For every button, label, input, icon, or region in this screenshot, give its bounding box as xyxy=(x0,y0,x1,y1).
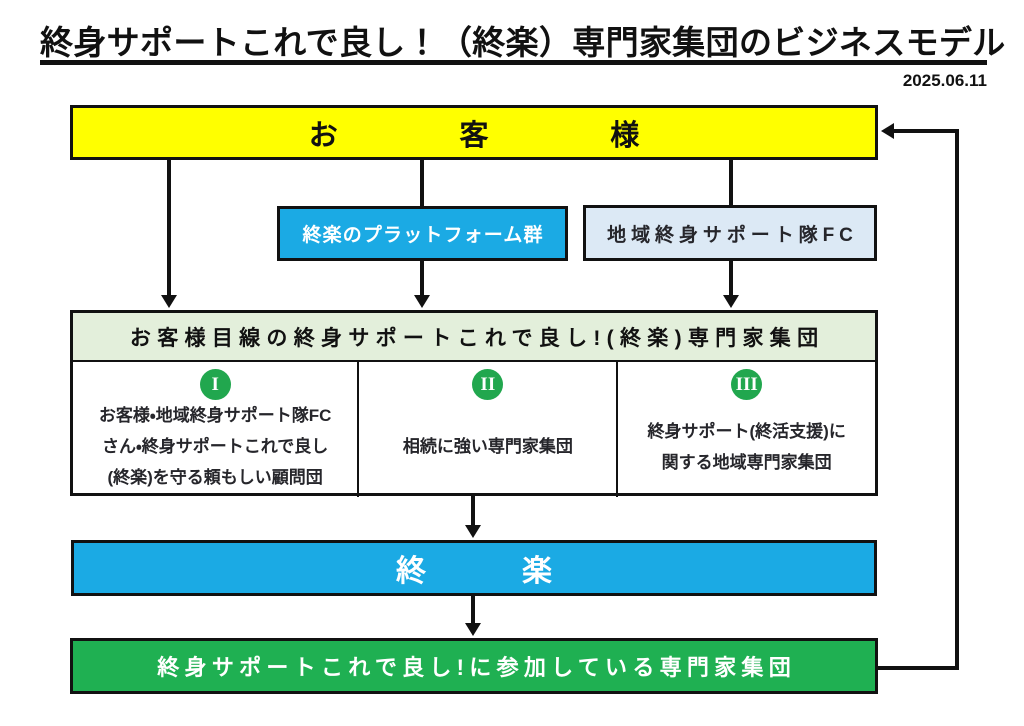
title-underline xyxy=(40,60,987,65)
expert-group-heading: お客様目線の終身サポートこれで良し!(終楽)専門家集団 xyxy=(73,313,875,362)
customer-box: お客様 xyxy=(70,105,878,160)
group-cell-1-text: お客様・地域終身サポート隊FC さん・終身サポートこれで良し (終楽)を守る頼も… xyxy=(99,400,331,497)
group-cell-2-text: 相続に強い専門家集団 xyxy=(403,400,573,497)
arrowhead-shuraku xyxy=(465,525,481,538)
group-cell-1-line-1: お客様・地域終身サポート隊FC xyxy=(98,406,332,425)
expert-group-heading-label: お客様目線の終身サポートこれで良し!(終楽)専門家集団 xyxy=(129,326,825,350)
fc-label: 地域終身サポート隊FC xyxy=(607,224,858,246)
group-cell-3: III 終身サポート(終活支援)に 関する地域専門家集団 xyxy=(618,362,875,497)
page-title: 終身サポートこれで良し！（終楽）専門家集団のビジネスモデル xyxy=(40,24,1006,61)
group-cell-3-line-2: 関する地域専門家集団 xyxy=(661,452,832,472)
arrowhead-participants xyxy=(465,623,481,636)
group-cell-1: I お客様・地域終身サポート隊FC さん・終身サポートこれで良し (終楽)を守る… xyxy=(73,362,360,497)
date-label: 2025.06.11 xyxy=(902,71,987,90)
expert-group-body: I お客様・地域終身サポート隊FC さん・終身サポートこれで良し (終楽)を守る… xyxy=(73,362,875,497)
numeral-2-badge: II xyxy=(472,369,504,400)
participants-label: 終身サポートこれで良し!に参加している専門家集団 xyxy=(157,655,796,680)
numeral-1-badge: I xyxy=(199,369,231,400)
line-participants-to-customer xyxy=(876,129,959,670)
group-cell-1-line-2: さん・終身サポートこれで良し xyxy=(102,437,329,456)
group-cell-3-text: 終身サポート(終活支援)に 関する地域専門家集団 xyxy=(648,400,846,497)
expert-group-table: お客様目線の終身サポートこれで良し!(終楽)専門家集団 I お客様・地域終身サポ… xyxy=(70,310,878,497)
platform-box: 終楽のプラットフォーム群 xyxy=(277,206,568,261)
group-cell-1-line-3: (終楽)を守る頼もしい顧問団 xyxy=(107,468,323,487)
group-cell-2: II 相続に強い専門家集団 xyxy=(359,362,619,497)
customer-label: お客様 xyxy=(308,119,762,152)
shuraku-box: 終楽 xyxy=(71,540,877,596)
arrowhead-group-center xyxy=(414,295,430,308)
platform-label: 終楽のプラットフォーム群 xyxy=(302,225,544,246)
participants-box: 終身サポートこれで良し!に参加している専門家集団 xyxy=(70,638,878,694)
arrowhead-group-right xyxy=(723,295,739,308)
group-cell-2-line-1: 相続に強い専門家集団 xyxy=(402,437,573,456)
arrowhead-customer xyxy=(881,123,894,139)
shuraku-label: 終楽 xyxy=(396,555,648,588)
fc-box: 地域終身サポート隊FC xyxy=(583,205,877,261)
numeral-3-badge: III xyxy=(731,369,763,400)
group-cell-3-line-1: 終身サポート(終活支援)に xyxy=(647,421,846,441)
arrowhead-group-left xyxy=(161,295,177,308)
